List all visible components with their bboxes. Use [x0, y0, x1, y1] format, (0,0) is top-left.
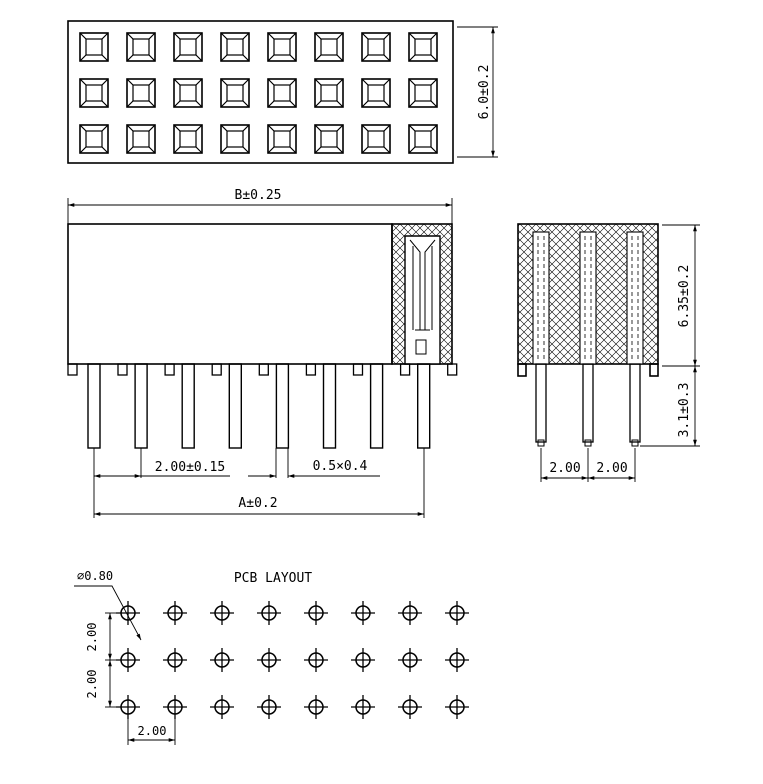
pcb-hole: [163, 648, 187, 672]
pcb-hole: [210, 648, 234, 672]
pcb-hole: [257, 648, 281, 672]
contact-cell: [361, 78, 391, 108]
contact-spring: [409, 239, 436, 331]
tail-length-dim: 3.1±0.3: [677, 383, 692, 438]
contact-cell: [220, 124, 250, 154]
contact-cell: [79, 32, 109, 62]
pcb-hole: [257, 695, 281, 719]
pcb-hole: [445, 695, 469, 719]
side-pins: [535, 363, 641, 447]
pcb-hole: [304, 601, 328, 625]
hole-diameter-dim: ⌀0.80: [77, 569, 113, 583]
standoff: [258, 363, 269, 376]
contact-cell: [220, 32, 250, 62]
contact-window: [415, 339, 427, 355]
pcb-hole: [163, 601, 187, 625]
standoff: [67, 363, 78, 376]
contact-cell: [126, 32, 156, 62]
front-pins: [87, 363, 431, 449]
pcb-hole: [445, 601, 469, 625]
pcb-hole: [398, 695, 422, 719]
top-height-dim: 6.0±0.2: [477, 65, 492, 120]
pin: [134, 363, 148, 449]
contact-cell: [79, 78, 109, 108]
contact-cell: [220, 78, 250, 108]
pcb-hole: [304, 695, 328, 719]
standoff: [211, 363, 222, 376]
standoff: [447, 363, 458, 376]
top-view: 6.0±0.2: [67, 20, 498, 164]
front-body: [67, 223, 393, 365]
pcb-h-pitch: 2.00: [138, 724, 167, 738]
pcb-layout: PCB LAYOUT ⌀0.80 2.00 2.00 2.00: [74, 569, 469, 745]
top-view-outline: [67, 20, 454, 164]
contact-cell: [267, 78, 297, 108]
side-view: 6.35±0.2 3.1±0.3 2.00 2.00: [517, 223, 700, 482]
pin: [87, 363, 101, 449]
pcb-hole: [398, 601, 422, 625]
side-pitch-left: 2.00: [549, 461, 580, 476]
contact-cell: [361, 124, 391, 154]
pin: [275, 363, 290, 449]
contact-cell: [126, 124, 156, 154]
span-dim: A±0.2: [238, 496, 277, 511]
pcb-v-pitch-top: 2.00: [85, 623, 99, 652]
side-channels: [532, 231, 644, 365]
pcb-hole: [257, 601, 281, 625]
contact-cell: [267, 124, 297, 154]
side-channel: [626, 231, 644, 365]
contact-cell: [314, 124, 344, 154]
pcb-hole: [445, 648, 469, 672]
pcb-hole: [210, 601, 234, 625]
pcb-layout-title: PCB LAYOUT: [234, 571, 312, 586]
pin: [322, 363, 337, 449]
standoff: [399, 363, 411, 376]
contact-cell: [173, 32, 203, 62]
pcb-hole: [351, 648, 375, 672]
front-view: B±0.25 2.00±0.15 0.5×0.4 A±0.2: [67, 188, 458, 518]
side-pin: [535, 363, 547, 443]
pitch-dim: 2.00±0.15: [155, 460, 225, 475]
standoff: [352, 363, 364, 376]
pin: [228, 363, 243, 449]
pcb-hole: [351, 695, 375, 719]
side-pitch-right: 2.00: [596, 461, 627, 476]
contact-cell: [173, 124, 203, 154]
side-channel: [579, 231, 597, 365]
front-standoffs: [67, 363, 458, 376]
contact-cavity: [404, 235, 441, 365]
standoff: [117, 363, 128, 376]
contact-cell: [267, 32, 297, 62]
contact-cell: [79, 124, 109, 154]
pcb-hole: [351, 601, 375, 625]
pcb-v-pitch-bottom: 2.00: [85, 670, 99, 699]
side-height-dim: 6.35±0.2: [677, 265, 692, 328]
contact-cell: [314, 32, 344, 62]
contact-cell: [361, 32, 391, 62]
pin-size-dim: 0.5×0.4: [313, 459, 368, 474]
contact-cell: [314, 78, 344, 108]
contact-cell: [126, 78, 156, 108]
side-pin: [582, 363, 594, 443]
side-pin: [629, 363, 641, 443]
side-channel: [532, 231, 550, 365]
contact-cell: [408, 32, 438, 62]
contact-cell: [408, 78, 438, 108]
length-dim: B±0.25: [235, 188, 282, 203]
standoff: [305, 363, 317, 376]
contact-cell: [408, 124, 438, 154]
pcb-hole: [210, 695, 234, 719]
pin: [369, 363, 384, 449]
pin: [181, 363, 195, 449]
pcb-holes: [116, 601, 469, 719]
contact-cell: [173, 78, 203, 108]
pin: [417, 363, 431, 449]
standoff: [164, 363, 175, 376]
top-view-contacts: [79, 32, 438, 154]
pcb-hole: [304, 648, 328, 672]
pcb-hole: [398, 648, 422, 672]
